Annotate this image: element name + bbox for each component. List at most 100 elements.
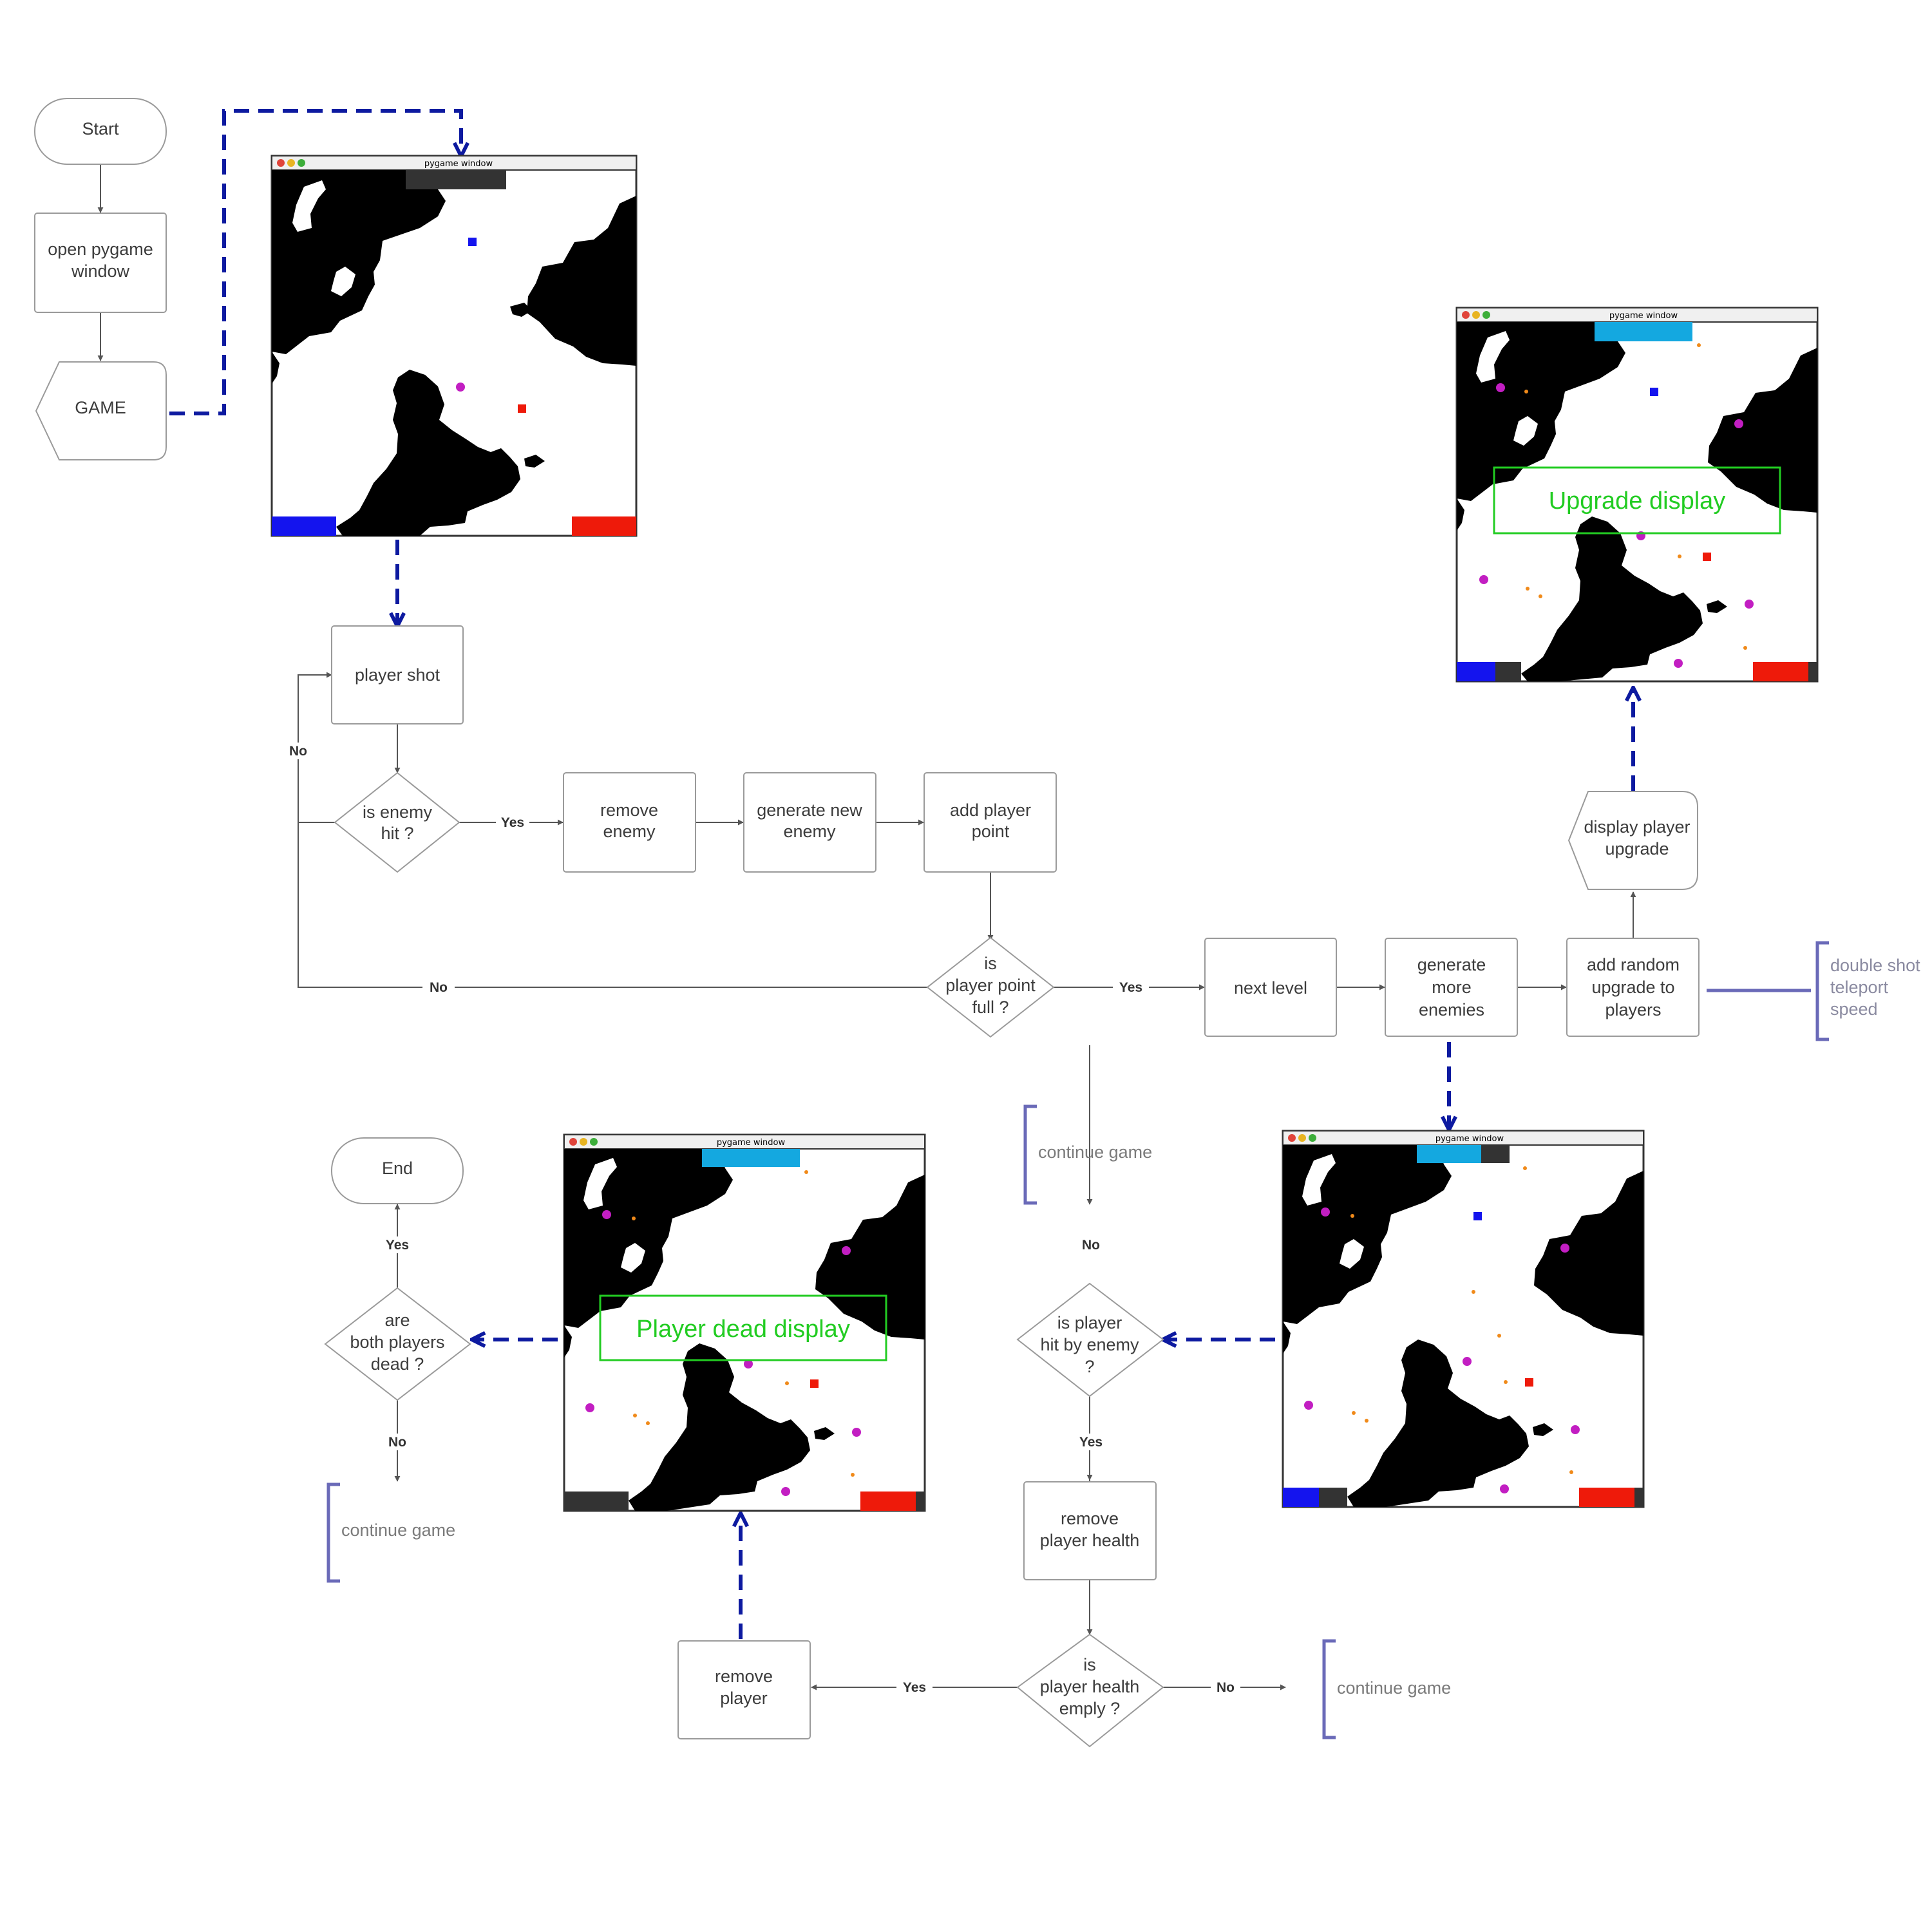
end-label: End: [382, 1159, 413, 1178]
is-hit-by-enemy-line2: hit by enemy: [1040, 1335, 1139, 1354]
player-dead-display-text: Player dead display: [636, 1316, 850, 1343]
enemy-sprite: [456, 383, 465, 392]
display-upgrade-node[interactable]: display player upgrade: [1567, 791, 1698, 890]
remove-health-line2: player health: [1040, 1531, 1140, 1550]
enemy-sprite: [1745, 600, 1754, 609]
upgrade-display-box: [1493, 466, 1781, 535]
both-dead-line2: both players: [350, 1332, 444, 1352]
bullet: [1569, 1470, 1573, 1474]
remove-health-node[interactable]: remove player health: [1023, 1481, 1157, 1580]
flow-arrows: [97, 164, 1636, 1690]
edge-label-no: No: [430, 980, 448, 995]
enemy-sprite: [585, 1403, 594, 1412]
player-red-sprite: [1525, 1378, 1533, 1387]
is-hit-by-enemy-decision[interactable]: is player hit by enemy ?: [1016, 1282, 1164, 1397]
player-shot-node[interactable]: player shot: [331, 625, 464, 724]
blue-health-bar-empty: [564, 1492, 629, 1511]
both-dead-line3: dead ?: [371, 1354, 424, 1374]
add-player-point-node[interactable]: add player point: [923, 772, 1057, 873]
maximize-icon: [1482, 311, 1490, 319]
both-dead-decision[interactable]: are both players dead ?: [324, 1287, 471, 1401]
enemy-sprite: [744, 1359, 753, 1368]
upgrade-display-text: Upgrade display: [1549, 488, 1726, 515]
continue-game-label: continue game: [341, 1520, 455, 1540]
maximize-icon: [1309, 1134, 1316, 1142]
close-icon: [1288, 1134, 1296, 1142]
generate-more-enemies-node[interactable]: generate more enemies: [1385, 938, 1518, 1037]
bullet: [1497, 1334, 1501, 1338]
generate-new-enemy-node[interactable]: generate new enemy: [743, 772, 876, 873]
is-point-full-decision[interactable]: is player point full ?: [926, 936, 1055, 1038]
is-enemy-hit-decision[interactable]: is enemy hit ?: [334, 772, 460, 873]
is-health-empty-line1: is: [1083, 1655, 1096, 1674]
enemy-sprite: [842, 1246, 851, 1255]
remove-health-line1: remove: [1061, 1509, 1119, 1528]
upgrade-teleport: teleport: [1830, 978, 1889, 997]
is-enemy-hit-line2: hit ?: [381, 824, 413, 843]
enemy-sprite: [1734, 419, 1743, 428]
remove-player-node[interactable]: remove player: [677, 1640, 811, 1739]
continue-game-note: continue game: [1322, 1639, 1451, 1739]
remove-enemy-node[interactable]: remove enemy: [563, 772, 696, 873]
bullet: [632, 1217, 636, 1220]
blue-health-bar-empty: [1495, 662, 1521, 681]
player-blue-sprite: [1473, 1212, 1482, 1220]
edge-label-no: No: [388, 1435, 406, 1450]
bullet: [1539, 594, 1542, 598]
generate-new-enemy-line1: generate new: [757, 800, 862, 820]
generate-more-line3: enemies: [1419, 1000, 1484, 1019]
game-label: GAME: [75, 398, 126, 417]
red-health-bar: [572, 516, 636, 536]
start-node[interactable]: Start: [34, 98, 167, 165]
enemy-sprite: [1463, 1357, 1472, 1366]
game-node[interactable]: GAME: [35, 361, 167, 460]
edge-label-yes: Yes: [903, 1680, 926, 1695]
close-icon: [569, 1138, 577, 1146]
continue-game-label: continue game: [1337, 1678, 1451, 1698]
window-title: pygame window: [424, 159, 493, 169]
bullet: [1524, 390, 1528, 393]
next-level-node[interactable]: next level: [1204, 938, 1337, 1037]
remove-enemy-line1: remove: [600, 800, 658, 820]
open-window-node[interactable]: open pygame window: [34, 213, 167, 313]
add-random-upgrade-node[interactable]: add random upgrade to players: [1566, 938, 1700, 1037]
bullet: [1697, 343, 1701, 347]
bullet: [804, 1170, 808, 1174]
start-label: Start: [82, 119, 119, 138]
add-random-upgrade-line1: add random: [1587, 955, 1680, 974]
minimize-icon: [1298, 1134, 1306, 1142]
bullet: [1678, 554, 1681, 558]
is-enemy-hit-line1: is enemy: [363, 802, 433, 822]
display-upgrade-line2: upgrade: [1605, 839, 1669, 858]
end-node[interactable]: End: [331, 1137, 464, 1204]
level-bar: [1595, 322, 1692, 341]
dashed-connectors: [169, 109, 1633, 1639]
bullet: [1365, 1419, 1368, 1423]
blue-health-bar: [1457, 662, 1495, 681]
minimize-icon: [580, 1138, 587, 1146]
add-player-point-line2: point: [972, 822, 1010, 841]
is-health-empty-line2: player health: [1040, 1677, 1140, 1696]
add-random-upgrade-line2: upgrade to: [1591, 978, 1674, 997]
level-bar: [1417, 1145, 1481, 1163]
close-icon: [277, 159, 285, 167]
terrain-map: [1283, 1145, 1643, 1507]
edge-label-no: No: [1082, 1238, 1100, 1253]
blue-health-bar: [1283, 1488, 1319, 1507]
close-icon: [1462, 311, 1470, 319]
red-health-bar-empty: [1634, 1488, 1643, 1507]
window-title: pygame window: [1435, 1134, 1504, 1144]
red-health-bar-empty: [916, 1492, 925, 1511]
edge-labels: Yes No No Yes No Yes Yes No Yes No: [283, 743, 1240, 1696]
upgrade-options-note: double shot teleport speed: [1707, 941, 1920, 1041]
generate-more-line1: generate: [1417, 955, 1486, 974]
enemy-sprite: [1571, 1425, 1580, 1434]
bullet: [1350, 1214, 1354, 1218]
bullet: [1526, 587, 1530, 591]
bullet: [1743, 646, 1747, 650]
is-point-full-line2: player point: [945, 976, 1036, 995]
edge-label-yes: Yes: [1079, 1435, 1103, 1450]
is-health-empty-decision[interactable]: is player health emply ?: [1016, 1633, 1164, 1748]
pygame-window-start: pygame window: [270, 155, 638, 537]
minimize-icon: [287, 159, 295, 167]
